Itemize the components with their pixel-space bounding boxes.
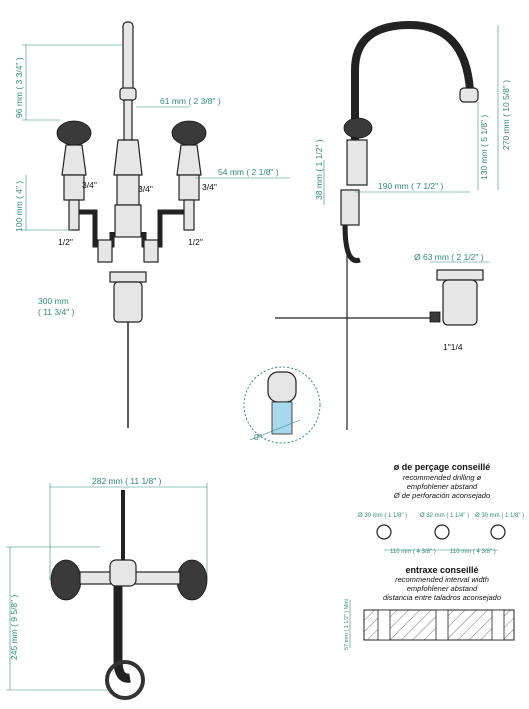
gap-right-dim: 110 mm ( 4 3/8" ) (450, 549, 496, 555)
front-view: 96 mm ( 3 3/4" ) 100 mm ( 4" ) 61 mm ( 2… (14, 21, 290, 428)
drilling-title: ø de perçage conseillé (394, 462, 491, 472)
thread-center: 3/4" (138, 184, 153, 194)
dim-245: 245 mm ( 9 5/8" ) (9, 594, 19, 660)
dim-57: 57 mm ( 1 1/2" ) Mini (344, 599, 350, 650)
hole-center-dim: Ø 32 mm ( 1 1/4" ) (420, 513, 469, 519)
hole-left-dim: Ø 30 mm ( 1 1/8" ) (358, 513, 407, 519)
dim-63: Ø 63 mm ( 2 1/2" ) (414, 252, 484, 262)
dim-38: 38 mm ( 1 1/2" ) (314, 139, 324, 200)
dim-angle: 0° (254, 432, 262, 442)
dim-270: 270 mm ( 10 5/8" ) (501, 80, 511, 150)
left-handle-icon (56, 120, 92, 146)
detail-view: 0° (243, 366, 321, 444)
dim-96: 96 mm ( 3 3/4" ) (14, 57, 24, 118)
wall-right-handle-icon (176, 559, 208, 601)
dim-100: 100 mm ( 4" ) (14, 181, 24, 232)
dim-130: 130 mm ( 5 1/8" ) (479, 114, 489, 180)
interval-title: entraxe conseillé (405, 565, 478, 575)
wall-view: 282 mm ( 11 1/8" ) 245 mm ( 9 5/8" ) (6, 476, 208, 700)
hole-right-dim: Ø 30 mm ( 1 1/8" ) (475, 513, 524, 519)
interval-en: recommended interval width (395, 575, 489, 584)
gap-left-dim: 110 mm ( 4 3/8" ) (390, 549, 436, 555)
thread-right-top: 3/4" (202, 182, 217, 192)
drilling-de: empfohlener abstand (407, 482, 478, 491)
hole-center-icon (434, 524, 450, 540)
dim-282: 282 mm ( 11 1/8" ) (92, 476, 162, 486)
drilling-es: Ø de perforación aconsejado (393, 491, 490, 500)
dim-54: 54 mm ( 2 1/8" ) (218, 167, 279, 177)
dim-300-b: ( 11 3/4" ) (38, 307, 75, 317)
drilling-notes: ø de perçage conseillé recommended drill… (344, 462, 524, 650)
wall-left-handle-icon (50, 559, 82, 601)
interval-de: empfohlener abstand (407, 584, 478, 593)
thread-right-bottom: 1/2" (188, 237, 203, 247)
drilling-en: recommended drilling ø (403, 473, 482, 482)
dim-190: 190 mm ( 7 1/2" ) (378, 181, 444, 191)
interval-es: distancia entre taladros aconsejado (383, 593, 501, 602)
thread-left-bottom: 1/2" (58, 237, 73, 247)
right-handle-icon (171, 120, 207, 146)
side-view: 38 mm ( 1 1/2" ) 190 mm ( 7 1/2" ) 130 m… (275, 20, 511, 430)
thread-drain: 1"1/4 (443, 342, 463, 352)
dim-300-a: 300 mm (38, 296, 69, 306)
hole-left-icon (376, 524, 392, 540)
side-handle-icon (343, 117, 373, 139)
thread-left-top: 3/4" (82, 180, 97, 190)
dim-61: 61 mm ( 2 3/8" ) (160, 96, 221, 106)
hole-right-icon (490, 524, 506, 540)
